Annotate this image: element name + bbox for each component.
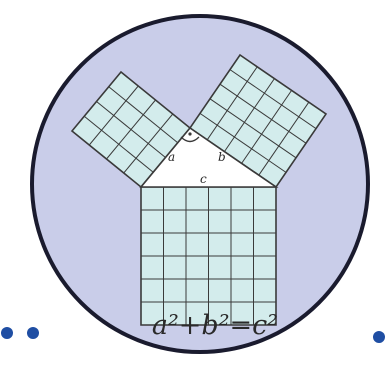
dot-right-1 [373,331,385,343]
label-b: b [218,150,226,164]
decorative-dots-left [1,327,39,339]
square-b-grid-line [241,90,293,164]
right-triangle [139,126,279,188]
square-b-grid-line [199,112,287,173]
square-a-grid-line [108,86,179,144]
square-a-grid-line [106,99,156,160]
square-b-grid-line [219,83,307,144]
label-c: c [200,172,207,186]
right-angle-dot [188,132,192,136]
square-b [188,53,328,189]
square-c [140,186,277,326]
pythagorean-formula: a²+b²=c² [152,310,278,341]
decorative-dots-right [373,331,385,343]
square-b-grid-line [258,101,310,176]
right-angle-mark-icon [180,136,200,143]
square-a-grid-line [88,85,139,146]
diagram-content: a b c a²+b²=c² [70,53,328,341]
dot-left-2 [27,327,39,339]
disc-rim [30,14,370,354]
square-b-grid-line [223,78,275,152]
square-a [70,70,192,189]
dot-left-1 [1,327,13,339]
square-b-grid-line [229,69,317,130]
square-b-grid-line [209,98,297,159]
square-b-grid-line [206,66,258,141]
label-a: a [168,150,175,164]
